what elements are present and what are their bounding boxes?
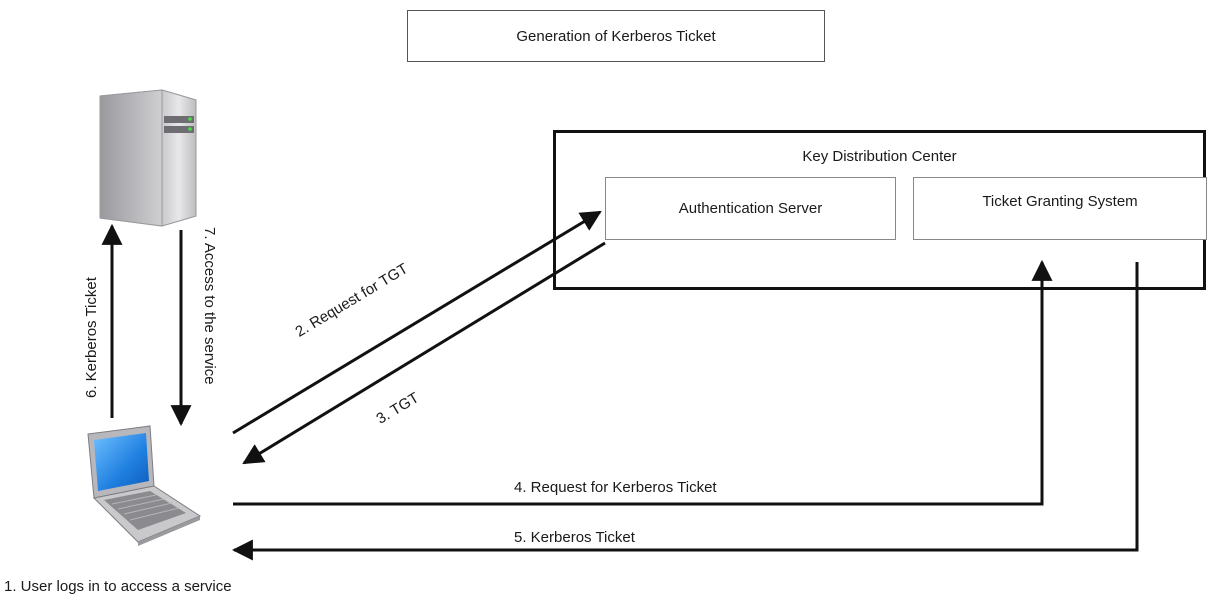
step6-label: 6. Kerberos Ticket (83, 277, 100, 398)
step5-label: 5. Kerberos Ticket (514, 529, 635, 546)
authentication-server-label: Authentication Server (678, 200, 823, 217)
laptop-icon (87, 425, 202, 546)
diagram-title: Generation of Kerberos Ticket (516, 27, 716, 45)
ticket-granting-system-label: Ticket Granting System (982, 193, 1138, 210)
arrow-step5 (231, 262, 1139, 561)
arrow-step3 (242, 241, 606, 465)
diagram-title-box: Generation of Kerberos Ticket (407, 10, 825, 62)
step1-label: 1. User logs in to access a service (4, 578, 232, 595)
kdc-label: Key Distribution Center (802, 148, 957, 165)
step4-label: 4. Request for Kerberos Ticket (514, 479, 717, 496)
arrow-step2 (232, 210, 602, 435)
authentication-server-box: Authentication Server (605, 177, 896, 240)
step7-label: 7. Access to the service (201, 227, 218, 385)
server-tower-icon (99, 89, 197, 227)
ticket-granting-system-box: Ticket Granting System (913, 177, 1207, 240)
arrow-step4 (233, 259, 1053, 506)
